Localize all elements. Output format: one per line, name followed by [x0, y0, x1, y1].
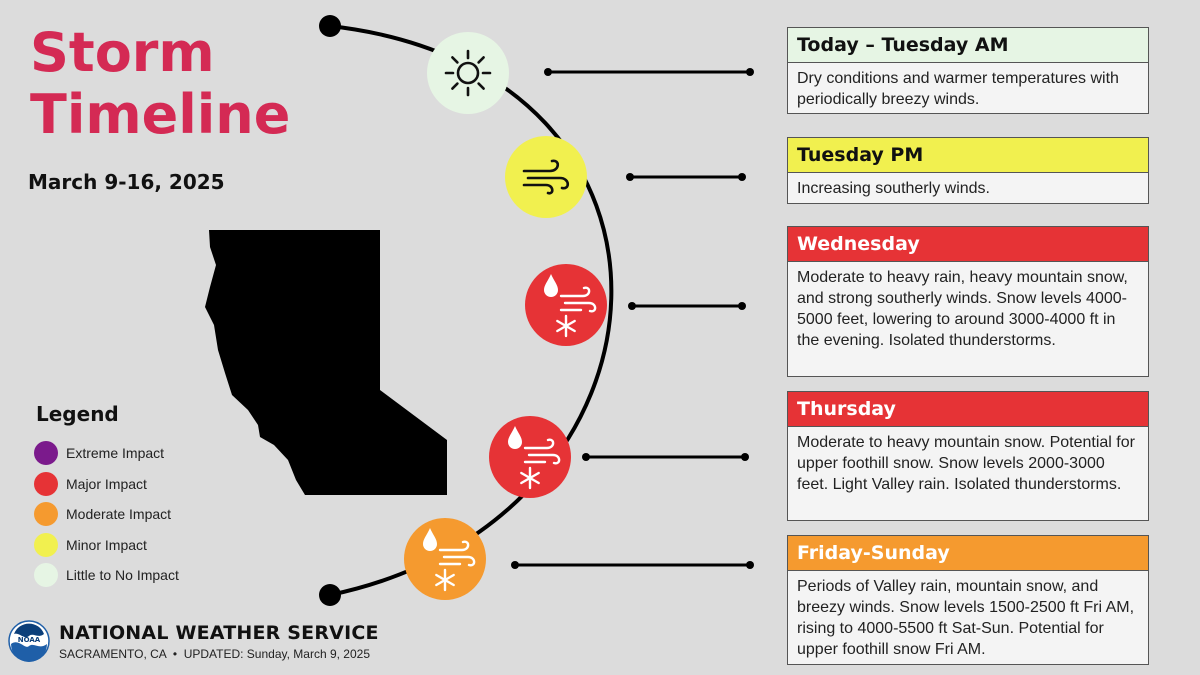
office-info: SACRAMENTO, CA • UPDATED: Sunday, March …	[59, 647, 379, 661]
noaa-logo-icon: NOAA	[8, 620, 50, 662]
legend-item-minor: Minor Impact	[34, 530, 179, 561]
legend-label: Extreme Impact	[66, 445, 165, 462]
period-description: Moderate to heavy mountain snow. Potenti…	[797, 434, 1135, 493]
period-title: Friday-Sunday	[788, 536, 1148, 571]
legend-label: Little to No Impact	[66, 567, 179, 584]
period-icon-thursday	[489, 416, 571, 498]
connector-line-0	[544, 68, 754, 76]
updated-date: UPDATED: Sunday, March 9, 2025	[183, 646, 370, 661]
legend-swatch	[34, 471, 58, 496]
legend-label: Minor Impact	[66, 536, 147, 553]
raindrop-icon	[423, 528, 437, 551]
legend-label: Major Impact	[66, 475, 147, 492]
legend-swatch	[34, 441, 58, 466]
logo-text: NOAA	[18, 636, 41, 644]
wind-icon	[522, 159, 570, 195]
period-card-tuesday-pm: Tuesday PM Increasing southerly winds.	[787, 137, 1149, 204]
period-title: Thursday	[788, 392, 1148, 427]
period-icon-tuesday-pm	[505, 136, 587, 218]
page-title: Storm Timeline	[30, 22, 350, 146]
period-description: Periods of Valley rain, mountain snow, a…	[797, 578, 1135, 658]
connector-line-4	[511, 561, 754, 569]
connector-line-1	[626, 173, 746, 181]
snowflake-icon	[556, 314, 576, 338]
period-icon-today	[427, 32, 509, 114]
legend-swatch	[34, 502, 58, 527]
legend-item-none: Little to No Impact	[34, 560, 179, 591]
sun-icon	[444, 49, 492, 97]
period-title: Wednesday	[788, 227, 1148, 262]
period-card-wednesday: Wednesday Moderate to heavy rain, heavy …	[787, 226, 1149, 377]
snowflake-icon	[435, 568, 455, 592]
snowflake-icon	[520, 466, 540, 490]
legend-title: Legend	[36, 402, 119, 426]
wind-icon	[559, 286, 597, 313]
legend-item-major: Major Impact	[34, 469, 179, 500]
timeline-start-dot	[319, 15, 341, 37]
legend-item-moderate: Moderate Impact	[34, 499, 179, 530]
region-silhouette	[205, 230, 447, 495]
rain-wind-snow-icon	[423, 528, 476, 592]
legend: Legend Extreme Impact Major Impact Moder…	[34, 402, 179, 591]
date-range: March 9-16, 2025	[28, 170, 225, 194]
legend-label: Moderate Impact	[66, 506, 172, 523]
period-icon-wednesday	[525, 264, 607, 346]
period-description: Increasing southerly winds.	[797, 180, 990, 197]
title-line-2: Timeline	[30, 83, 291, 146]
period-icon-friday-sunday	[404, 518, 486, 600]
title-line-1: Storm	[30, 21, 215, 84]
period-description: Moderate to heavy rain, heavy mountain s…	[797, 269, 1128, 349]
wind-icon	[438, 540, 476, 567]
period-card-friday-sunday: Friday-Sunday Periods of Valley rain, mo…	[787, 535, 1149, 665]
period-title: Today – Tuesday AM	[788, 28, 1148, 63]
legend-item-extreme: Extreme Impact	[34, 438, 179, 469]
wind-icon	[523, 438, 561, 465]
period-card-today: Today – Tuesday AM Dry conditions and wa…	[787, 27, 1149, 114]
timeline-end-dot	[319, 584, 341, 606]
rain-wind-snow-icon	[544, 274, 597, 338]
agency-name: NATIONAL WEATHER SERVICE	[59, 621, 379, 644]
raindrop-icon	[544, 274, 558, 297]
separator-dot: •	[169, 646, 184, 661]
period-title: Tuesday PM	[788, 138, 1148, 173]
period-card-thursday: Thursday Moderate to heavy mountain snow…	[787, 391, 1149, 521]
raindrop-icon	[508, 426, 522, 449]
legend-swatch	[34, 563, 58, 588]
connector-line-3	[582, 453, 749, 461]
office-location: SACRAMENTO, CA	[59, 646, 167, 661]
connector-line-2	[628, 302, 746, 310]
footer: NOAA NATIONAL WEATHER SERVICE SACRAMENTO…	[8, 620, 379, 662]
legend-swatch	[34, 532, 58, 557]
california-region-map	[205, 230, 447, 495]
period-description: Dry conditions and warmer temperatures w…	[797, 70, 1119, 108]
rain-wind-snow-icon	[508, 426, 561, 490]
